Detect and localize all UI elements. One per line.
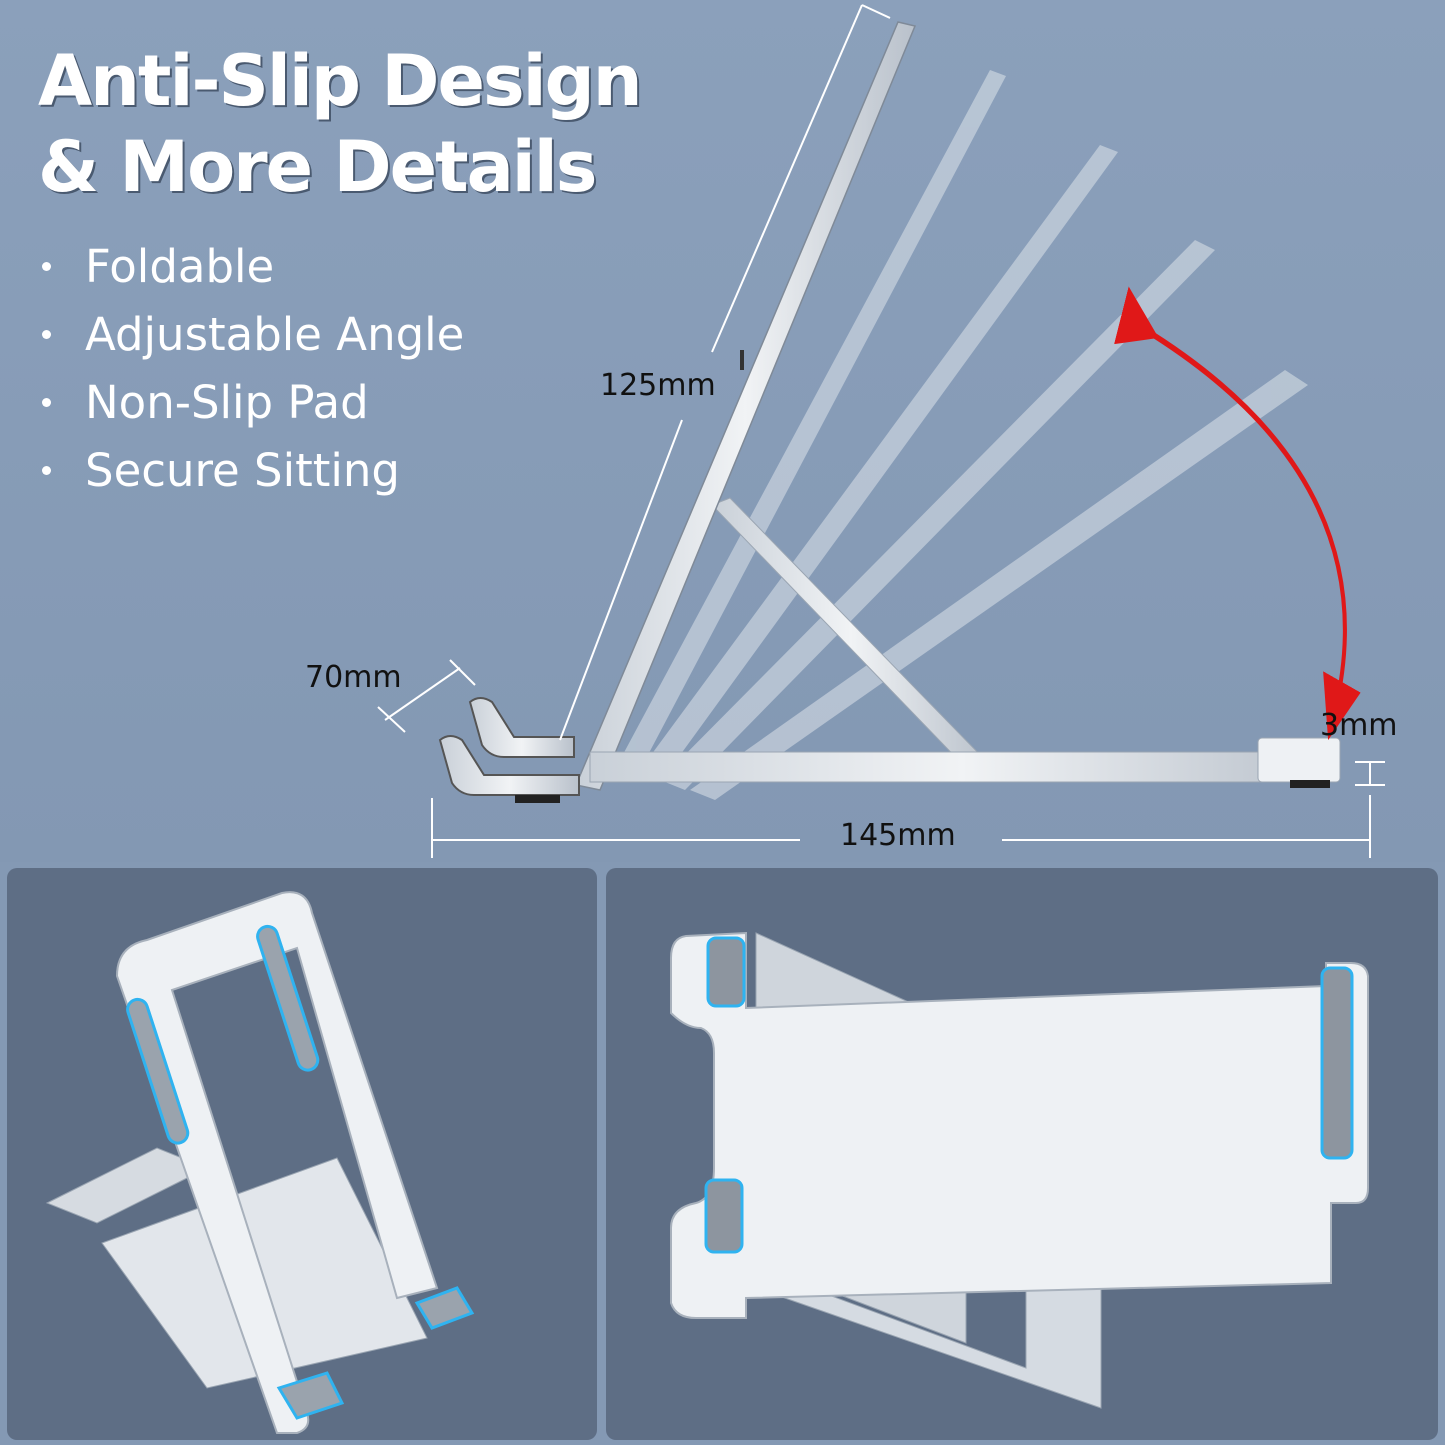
- anti-slip-pad-icon: [706, 936, 746, 1008]
- feature-label: Non-Slip Pad: [85, 375, 369, 429]
- angle-adjust-arrow-icon: [1114, 286, 1361, 741]
- feature-label: Adjustable Angle: [85, 307, 465, 361]
- feature-item: Foldable: [38, 232, 464, 300]
- anti-slip-pad-icon: [256, 924, 320, 1072]
- height-dimension-line: [559, 419, 683, 741]
- base-plate: [589, 751, 1336, 783]
- bullet-icon: [42, 261, 51, 271]
- stand-perspective-panel: [7, 868, 597, 1440]
- headline: Anti-Slip Design & More Details: [38, 38, 643, 210]
- feature-list: Foldable Adjustable Angle Non-Slip Pad S…: [38, 232, 464, 504]
- anti-slip-foot-icon: [414, 1286, 475, 1330]
- feature-item: Adjustable Angle: [38, 300, 464, 368]
- stand-front-panel: [606, 868, 1438, 1440]
- feature-item: Secure Sitting: [38, 436, 464, 504]
- bullet-icon: [42, 465, 51, 475]
- depth-dimension-label: 70mm: [305, 660, 402, 695]
- feature-item: Non-Slip Pad: [38, 368, 464, 436]
- headline-line1: Anti-Slip Design: [38, 40, 643, 122]
- anti-slip-pad-icon: [1320, 966, 1354, 1160]
- length-dimension-label: 145mm: [840, 818, 956, 853]
- stand-front-image: [670, 931, 1369, 1409]
- anti-slip-pad-icon: [126, 997, 190, 1145]
- bullet-icon: [42, 397, 51, 407]
- feature-label: Secure Sitting: [85, 443, 400, 497]
- height-dimension-label: 125mm: [600, 368, 716, 403]
- stand-side-profile-illustration: [377, 4, 1385, 858]
- thickness-dimension-label: 3mm: [1320, 708, 1398, 743]
- feature-label: Foldable: [85, 239, 275, 293]
- headline-line2: & More Details: [38, 126, 597, 208]
- bullet-icon: [42, 329, 51, 339]
- back-plate: [574, 21, 917, 791]
- anti-slip-pad-icon: [704, 1178, 744, 1254]
- depth-dimension-line: [384, 667, 461, 721]
- anti-slip-foot-icon: [276, 1371, 345, 1420]
- stand-perspective-image: [45, 891, 475, 1434]
